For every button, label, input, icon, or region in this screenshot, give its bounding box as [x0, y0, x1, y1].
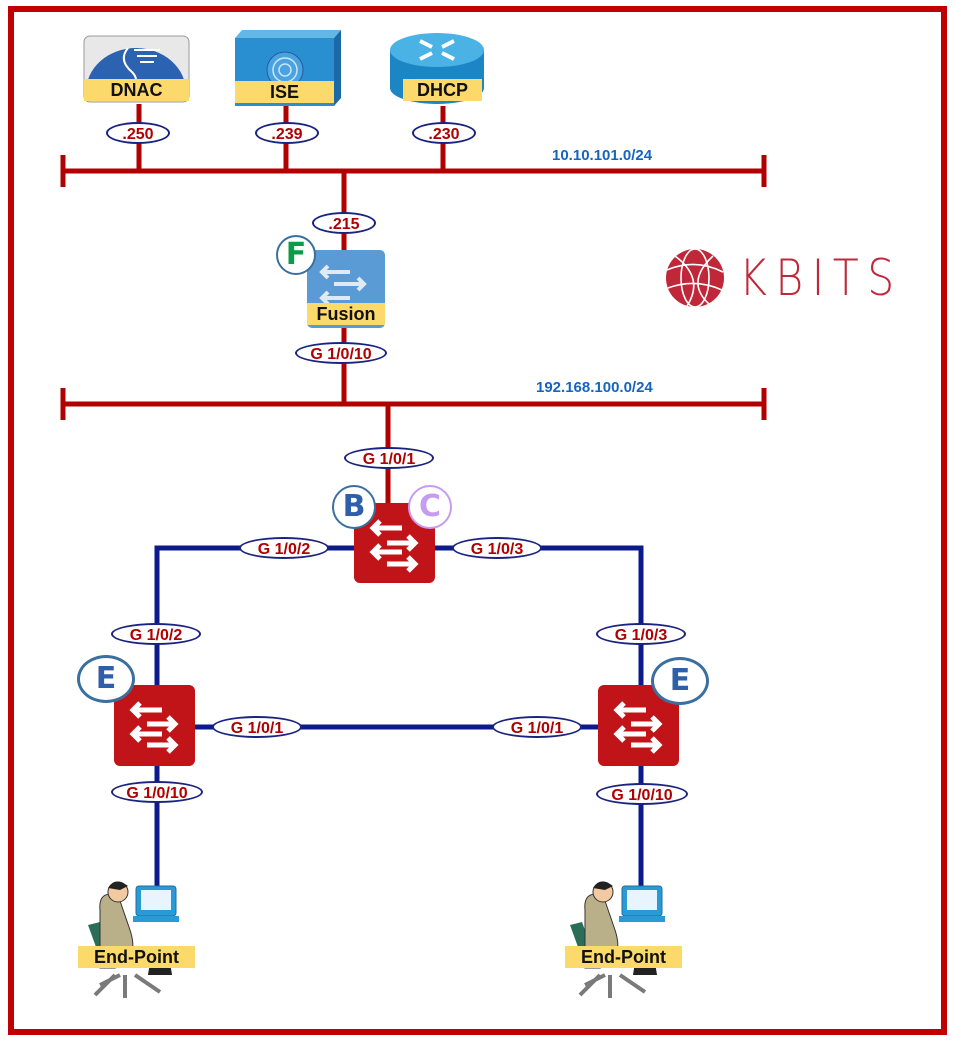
- role-badge-control: C: [408, 485, 452, 529]
- fusion-port-label: G 1/0/10: [295, 342, 387, 364]
- dhcp-label: DHCP: [403, 79, 482, 101]
- dnac-ip-label: .250: [106, 122, 170, 144]
- endpoint-left-icon: [88, 881, 179, 998]
- fusion-ip-label: .215: [312, 212, 376, 234]
- role-badge-edge-left: E: [77, 655, 135, 703]
- diagram-frame: [8, 6, 947, 1035]
- fusion-label: Fusion: [307, 303, 385, 325]
- transit-bus: [60, 325, 767, 510]
- ise-label: ISE: [235, 81, 334, 103]
- bc-uplink-port-label: G 1/0/1: [344, 447, 434, 469]
- services-network-label: 10.10.101.0/24: [552, 147, 653, 164]
- services-bus: [60, 104, 767, 255]
- edge-right-uplink-label: G 1/0/3: [596, 623, 686, 645]
- edge-left-down-port-label: G 1/0/10: [111, 781, 203, 803]
- dhcp-ip-label: .230: [412, 122, 476, 144]
- edge-right-cross-port-label: G 1/0/1: [492, 716, 582, 738]
- brand-name: KBITS: [739, 249, 903, 307]
- edge-switch-left-icon: [114, 685, 195, 766]
- role-badge-edge-right: E: [651, 657, 709, 705]
- globe-icon: [666, 248, 724, 308]
- brand-logo: KBITS: [665, 248, 932, 308]
- edge-left-uplink-label: G 1/0/2: [111, 623, 201, 645]
- ise-ip-label: .239: [255, 122, 319, 144]
- edge-left-cross-port-label: G 1/0/1: [212, 716, 302, 738]
- edge-switch-right-icon: [598, 685, 679, 766]
- dnac-label: DNAC: [84, 79, 189, 101]
- bc-left-port-label: G 1/0/2: [239, 537, 329, 559]
- endpoint-left-label: End-Point: [78, 946, 195, 968]
- endpoint-right-icon: [570, 881, 665, 998]
- bc-right-port-label: G 1/0/3: [452, 537, 542, 559]
- role-badge-fusion: F: [276, 235, 316, 275]
- endpoint-right-label: End-Point: [565, 946, 682, 968]
- role-badge-border: B: [332, 485, 376, 529]
- transit-network-label: 192.168.100.0/24: [536, 379, 653, 396]
- edge-right-down-port-label: G 1/0/10: [596, 783, 688, 805]
